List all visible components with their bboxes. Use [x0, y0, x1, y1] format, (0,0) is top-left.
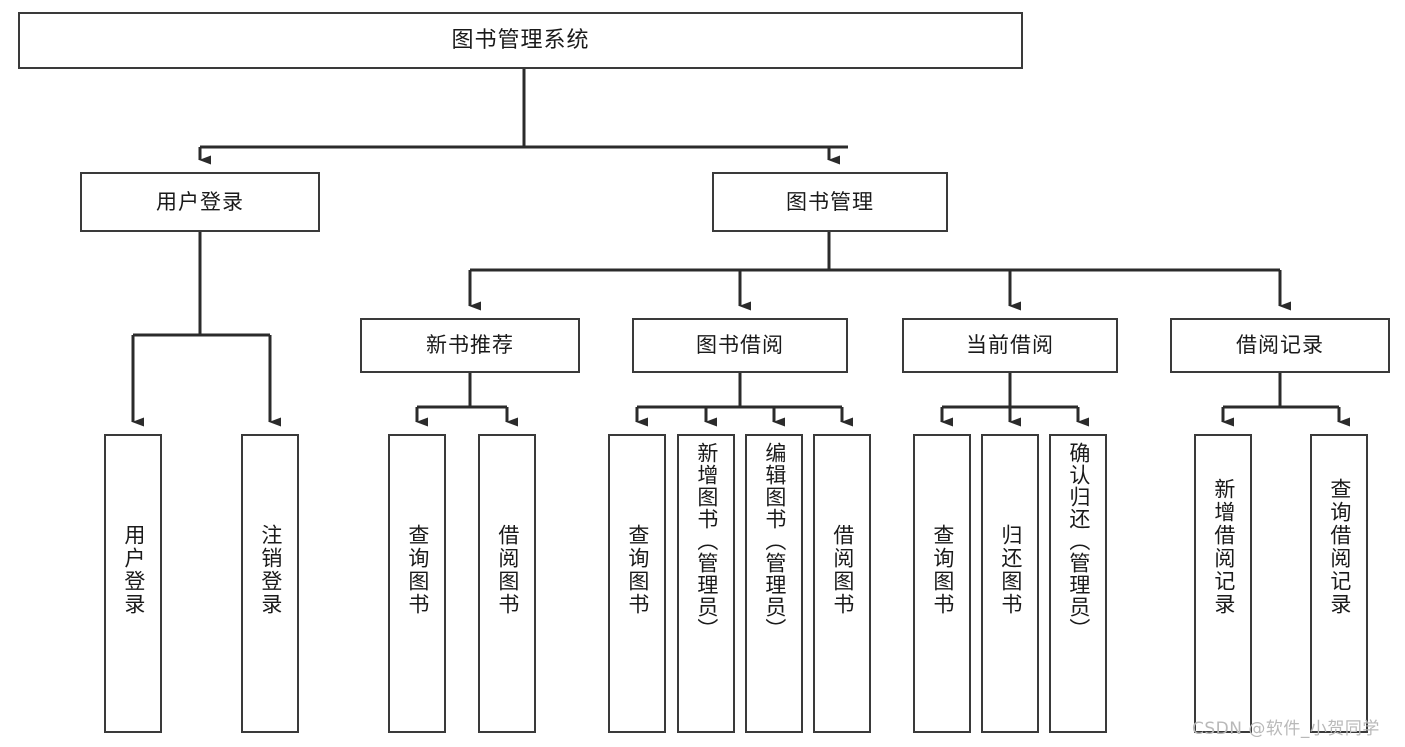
node-leaf-query-book-2[interactable]: 查询图书: [608, 434, 666, 733]
node-leaf-return-book-label: 归还图书: [998, 524, 1023, 616]
node-leaf-return-book[interactable]: 归还图书: [981, 434, 1039, 733]
node-current-borrow[interactable]: 当前借阅: [902, 318, 1118, 373]
node-book-borrow-label: 图书借阅: [696, 333, 784, 358]
watermark-text: CSDN @软件_小贺同学: [1192, 719, 1380, 739]
node-root[interactable]: 图书管理系统: [18, 12, 1023, 69]
node-leaf-logout-label: 注销登录: [258, 524, 283, 616]
node-leaf-query-book-3[interactable]: 查询图书: [913, 434, 971, 733]
node-leaf-borrow-book-2[interactable]: 借阅图书: [813, 434, 871, 733]
node-leaf-query-record[interactable]: 查询借阅记录: [1310, 434, 1368, 733]
node-current-borrow-label: 当前借阅: [966, 333, 1054, 358]
node-leaf-logout[interactable]: 注销登录: [241, 434, 299, 733]
node-book-borrow[interactable]: 图书借阅: [632, 318, 848, 373]
node-leaf-query-book-1[interactable]: 查询图书: [388, 434, 446, 733]
node-user-login-label: 用户登录: [156, 189, 244, 214]
node-leaf-edit-book-label: 编辑图书（管理员）: [762, 442, 787, 640]
node-leaf-borrow-book-1[interactable]: 借阅图书: [478, 434, 536, 733]
node-leaf-add-book[interactable]: 新增图书（管理员）: [677, 434, 735, 733]
node-leaf-confirm-return-label: 确认归还（管理员）: [1066, 442, 1091, 640]
node-leaf-edit-book[interactable]: 编辑图书（管理员）: [745, 434, 803, 733]
node-leaf-confirm-return[interactable]: 确认归还（管理员）: [1049, 434, 1107, 733]
node-leaf-add-record-label: 新增借阅记录: [1211, 478, 1236, 616]
node-leaf-query-book-3-label: 查询图书: [930, 524, 955, 616]
node-leaf-add-book-label: 新增图书（管理员）: [694, 442, 719, 640]
node-root-label: 图书管理系统: [451, 27, 590, 53]
node-user-login[interactable]: 用户登录: [80, 172, 320, 232]
node-book-manage[interactable]: 图书管理: [712, 172, 948, 232]
node-leaf-query-record-label: 查询借阅记录: [1327, 478, 1352, 616]
node-new-book-recommend[interactable]: 新书推荐: [360, 318, 580, 373]
node-leaf-user-login-label: 用户登录: [121, 524, 146, 616]
node-borrow-record[interactable]: 借阅记录: [1170, 318, 1390, 373]
node-leaf-query-book-2-label: 查询图书: [625, 524, 650, 616]
node-borrow-record-label: 借阅记录: [1236, 333, 1324, 358]
node-leaf-add-record[interactable]: 新增借阅记录: [1194, 434, 1252, 733]
node-leaf-borrow-book-1-label: 借阅图书: [495, 524, 520, 616]
node-leaf-query-book-1-label: 查询图书: [405, 524, 430, 616]
node-book-manage-label: 图书管理: [786, 189, 874, 214]
node-leaf-user-login[interactable]: 用户登录: [104, 434, 162, 733]
node-new-book-recommend-label: 新书推荐: [426, 333, 514, 358]
node-leaf-borrow-book-2-label: 借阅图书: [830, 524, 855, 616]
